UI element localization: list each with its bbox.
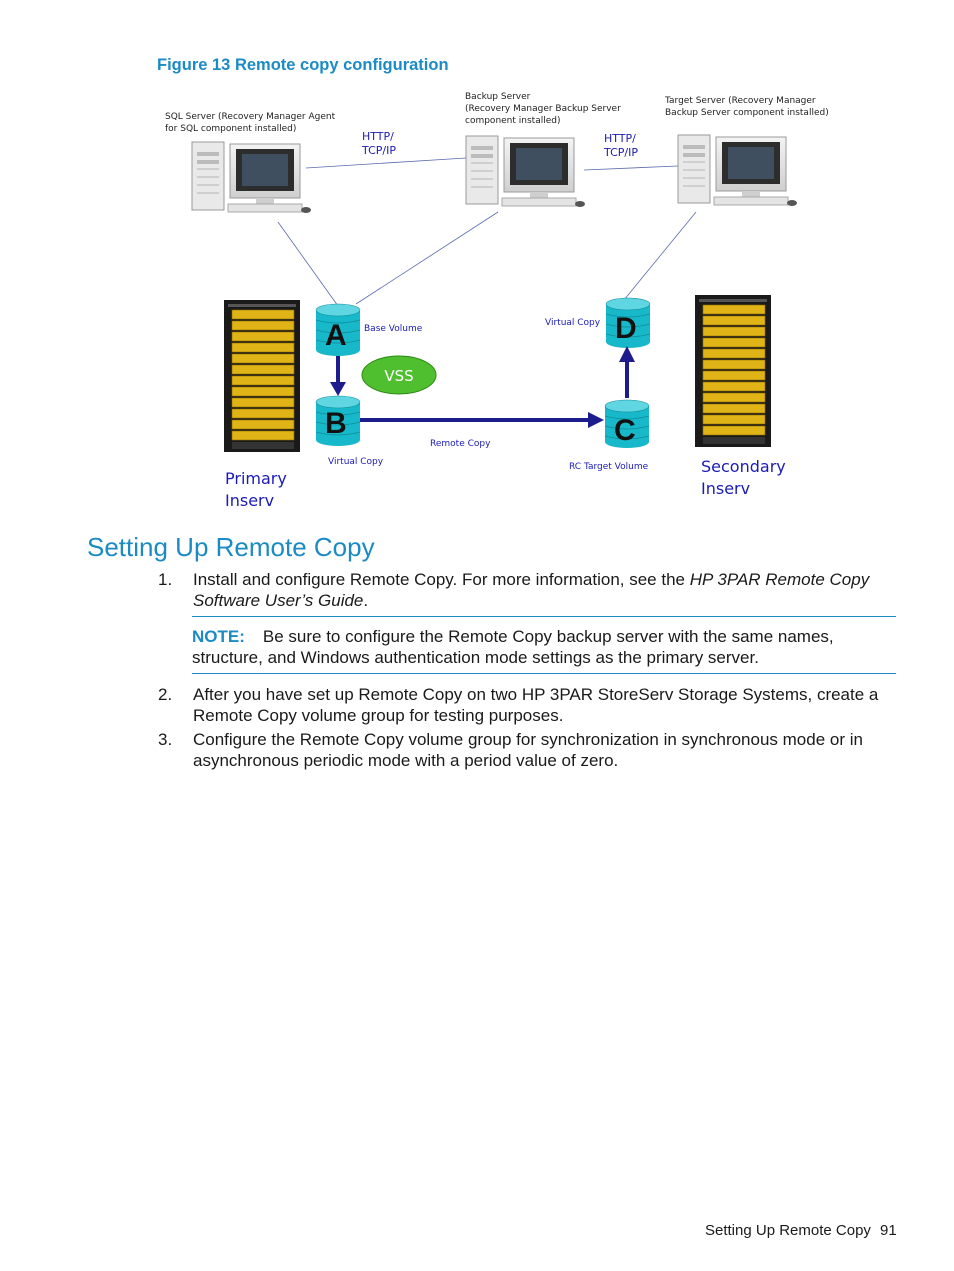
- arrow-b-to-c: [360, 412, 604, 428]
- arrow-a-to-b: [330, 356, 346, 396]
- page-number: 91: [880, 1222, 897, 1239]
- step-text: Configure the Remote Copy volume group f…: [193, 730, 863, 770]
- volume-a-cylinder: A: [315, 303, 361, 356]
- vss-ellipse: VSS: [361, 355, 437, 395]
- step-number: 3.: [158, 730, 173, 749]
- protocol-left-1: HTTP/: [362, 130, 394, 143]
- footer-title: Setting Up Remote Copy: [705, 1222, 871, 1239]
- volume-c-label: RC Target Volume: [569, 462, 649, 472]
- backup-server-label-2: (Recovery Manager Backup Server: [465, 104, 621, 114]
- sql-server-label-2: for SQL component installed): [165, 124, 296, 134]
- volume-c-letter: C: [614, 414, 636, 447]
- remote-copy-label: Remote Copy: [430, 439, 491, 449]
- step-text-end: .: [363, 591, 369, 610]
- note-text: Be sure to configure the Remote Copy bac…: [192, 627, 834, 667]
- link-sql-volume-a: [277, 221, 339, 307]
- remote-copy-diagram: SQL Server (Recovery Manager Agent for S…: [165, 92, 829, 510]
- volume-a-label: Base Volume: [364, 324, 423, 334]
- arrow-c-to-d: [619, 346, 635, 398]
- volume-d-cylinder: D: [605, 297, 651, 348]
- primary-inserv-label-1: Primary: [225, 469, 287, 488]
- step-text-plain: Install and configure Remote Copy. For m…: [193, 570, 690, 589]
- volume-b-label: Virtual Copy: [328, 457, 384, 467]
- volume-b-cylinder: B: [315, 395, 361, 446]
- secondary-inserv-label-2: Inserv: [701, 479, 750, 498]
- backup-server-computer: [465, 135, 586, 208]
- step-number: 2.: [158, 685, 173, 704]
- volume-a-letter: A: [325, 319, 347, 352]
- section-title: Setting Up Remote Copy: [87, 532, 375, 562]
- link-backup-target: [583, 165, 679, 171]
- step-number: 1.: [158, 570, 173, 589]
- primary-inserv-label-2: Inserv: [225, 491, 274, 510]
- secondary-inserv-label-1: Secondary: [701, 457, 786, 476]
- sql-server-label-1: SQL Server (Recovery Manager Agent: [165, 112, 336, 122]
- link-target-volume-d: [623, 211, 697, 301]
- volume-b-letter: B: [325, 407, 347, 440]
- guide-title: HP 3PAR Remote Copy Software User’s Guid…: [193, 570, 870, 610]
- volume-d-letter: D: [615, 312, 637, 345]
- link-backup-volume-a: [355, 211, 499, 305]
- volume-c-cylinder: C: [604, 399, 650, 448]
- step-text: After you have set up Remote Copy on two…: [193, 685, 879, 725]
- secondary-inserv-rack: [694, 294, 772, 448]
- backup-server-label-3: component installed): [465, 116, 560, 126]
- protocol-right-1: HTTP/: [604, 132, 636, 145]
- vss-label: VSS: [384, 367, 413, 385]
- target-server-label-1: Target Server (Recovery Manager: [664, 96, 816, 106]
- note-box: NOTE:Be sure to configure the Remote Cop…: [192, 616, 896, 674]
- step-text: Install and configure Remote Copy. For m…: [193, 569, 893, 611]
- backup-server-label-1: Backup Server: [465, 92, 531, 102]
- note-label: NOTE:: [192, 627, 245, 646]
- link-sql-backup: [305, 157, 467, 169]
- protocol-right-2: TCP/IP: [603, 146, 638, 159]
- protocol-left-2: TCP/IP: [361, 144, 396, 157]
- volume-d-label: Virtual Copy: [545, 318, 601, 328]
- sql-server-computer: [191, 141, 312, 214]
- figure-caption: Figure 13 Remote copy configuration: [157, 56, 449, 74]
- target-server-label-2: Backup Server component installed): [665, 108, 829, 118]
- primary-inserv-rack: [223, 299, 301, 453]
- target-server-computer: [677, 134, 798, 207]
